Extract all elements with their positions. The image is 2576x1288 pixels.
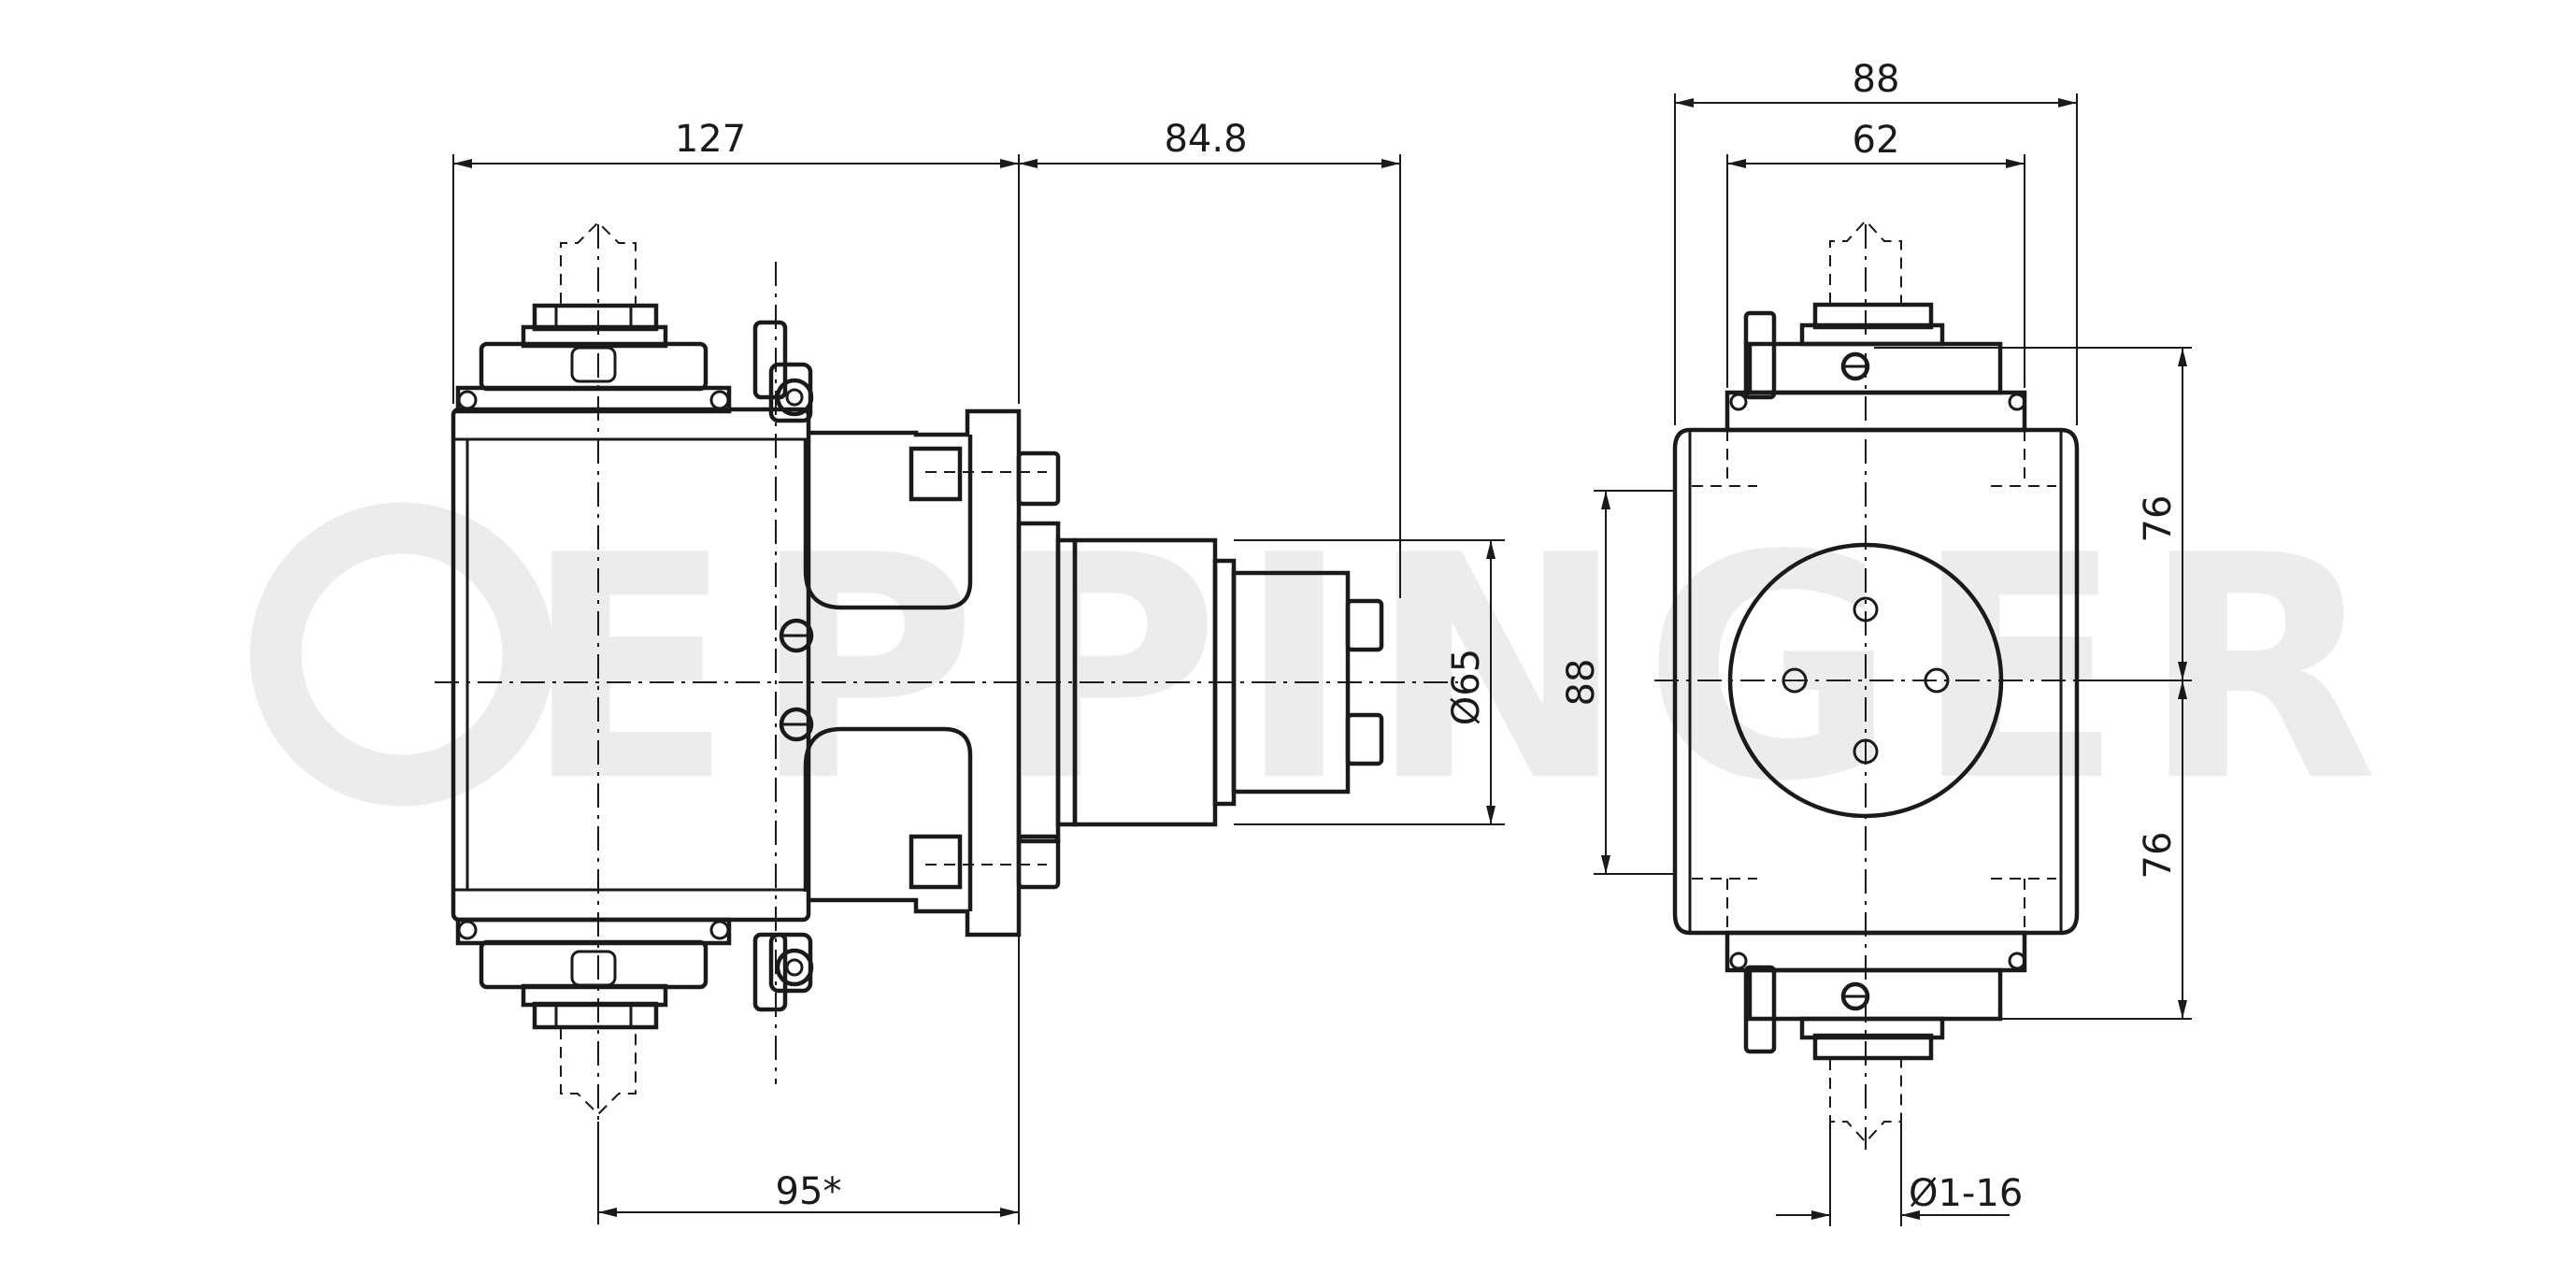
dim-shank-diameter: Ø65 — [1234, 539, 1505, 825]
top-spindle — [455, 221, 732, 414]
dim-side-height-label: 88 — [1560, 659, 1603, 707]
dim-output-extension-label: 84.8 — [1164, 118, 1247, 161]
dim-output-extension: 84.8 — [1019, 118, 1401, 598]
dim-overall-length: 127 — [452, 118, 1020, 404]
dim-collet-range-label: Ø1-16 — [1909, 1172, 2023, 1215]
dim-front-width-label: 88 — [1853, 58, 1900, 101]
dim-center-distance-label: 95* — [776, 1170, 842, 1213]
watermark-emblem — [250, 502, 554, 807]
dim-front-inner-width-label: 62 — [1853, 119, 1900, 162]
side-view: 127 84.8 95* Ø65 — [435, 118, 1505, 1224]
dim-vertical-offsets: 76 76 — [1874, 347, 2192, 1020]
dim-upper-offset-label: 76 — [2137, 495, 2180, 543]
dim-front-width: 88 — [1674, 58, 2078, 425]
dim-overall-length-label: 127 — [675, 118, 746, 161]
coolant-fitting-top — [752, 320, 814, 423]
front-view: 88 62 88 76 76 — [1560, 58, 2192, 1226]
dim-shank-diameter-label: Ø65 — [1445, 649, 1488, 725]
watermark-logo: EPPINGER — [250, 490, 2396, 849]
dim-front-inner-width: 62 — [1726, 119, 2025, 388]
front-bottom-spindle — [1724, 930, 2027, 1144]
dim-collet-range: Ø1-16 — [1776, 1122, 2023, 1226]
front-top-spindle — [1724, 219, 2027, 433]
bottom-spindle — [455, 917, 732, 1116]
coolant-fitting-bottom — [752, 932, 814, 1012]
dim-lower-offset-label: 76 — [2137, 832, 2180, 880]
dim-side-height: 88 — [1560, 490, 1673, 875]
watermark-text: EPPINGER — [523, 490, 2396, 849]
dim-center-distance: 95* — [597, 935, 1020, 1224]
